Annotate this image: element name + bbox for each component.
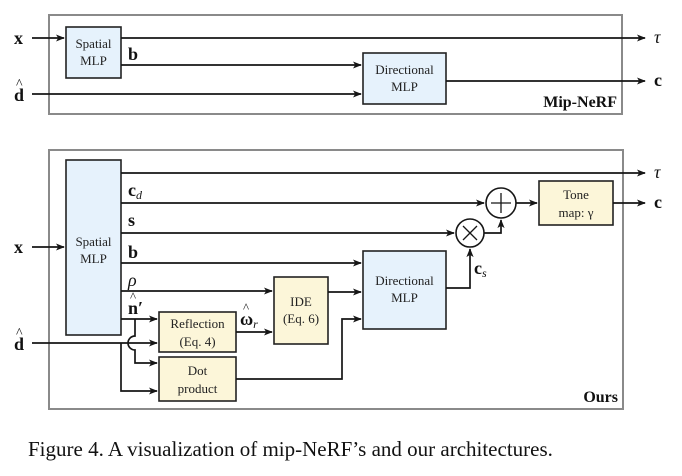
directional-mlp-line2: MLP xyxy=(391,79,418,94)
hat-accent: ^ xyxy=(243,300,249,315)
ours-tag: Ours xyxy=(583,389,618,406)
directional-mlp-block: Directional MLP xyxy=(362,52,447,105)
input-d-label: d ^ xyxy=(14,326,24,354)
specular-to-add-wire xyxy=(484,219,505,234)
spatial-mlp-line2: MLP xyxy=(80,251,107,266)
n-prime-label: n′ ^ xyxy=(128,289,143,318)
mipnerf-frame xyxy=(48,14,623,115)
hat-accent: ^ xyxy=(16,77,23,92)
dot-product-line2: product xyxy=(178,381,218,396)
tone-map-line2: map: γ xyxy=(559,205,594,220)
ours-diagram: x Spatial MLP τ cd s b ρ n′ ^ d xyxy=(14,149,662,410)
output-c-label: c xyxy=(654,192,662,212)
hat-accent: ^ xyxy=(130,289,136,304)
svg-text:n′: n′ xyxy=(128,298,143,318)
cs-wire xyxy=(446,248,474,289)
b-label: b xyxy=(128,44,138,64)
omega-r-label: ωr ^ xyxy=(240,300,258,331)
spatial-mlp-line1: Spatial xyxy=(75,36,111,51)
tone-map-block: Tone map: γ xyxy=(538,180,614,226)
svg-text:d: d xyxy=(14,85,24,105)
directional-mlp-line1: Directional xyxy=(375,273,434,288)
directional-mlp-line1: Directional xyxy=(375,62,434,77)
reflection-line2: (Eq. 4) xyxy=(179,334,215,349)
rho-label: ρ xyxy=(127,270,137,290)
s-label: s xyxy=(128,210,135,230)
svg-text:d: d xyxy=(14,334,24,354)
directional-mlp-line2: MLP xyxy=(391,290,418,305)
multiply-icon xyxy=(462,225,478,241)
ide-block: IDE (Eq. 6) xyxy=(273,276,329,345)
cd-label: cd xyxy=(128,180,143,202)
spatial-mlp-block: Spatial MLP xyxy=(65,26,122,79)
n-to-dot-wire xyxy=(127,319,158,367)
dot-to-directional-wire xyxy=(236,315,362,380)
cs-label: cs xyxy=(474,258,487,280)
plus-icon xyxy=(491,193,511,213)
hat-accent: ^ xyxy=(16,326,23,341)
directional-mlp-block: Directional MLP xyxy=(362,250,447,330)
dot-product-block: Dot product xyxy=(158,356,237,402)
d-to-dot-wire xyxy=(120,343,158,395)
tone-map-line1: Tone xyxy=(563,187,589,202)
spatial-mlp-line1: Spatial xyxy=(75,234,111,249)
ours-frame xyxy=(48,149,624,410)
spatial-mlp-line2: MLP xyxy=(80,53,107,68)
mipnerf-diagram: x Spatial MLP τ b d ^ Directional MLP c … xyxy=(14,14,662,115)
input-x-label: x xyxy=(14,237,23,257)
input-d-label: d ^ xyxy=(14,77,24,105)
dot-product-line1: Dot xyxy=(188,363,208,378)
output-tau-label: τ xyxy=(654,27,661,47)
spatial-mlp-block: Spatial MLP xyxy=(65,159,122,336)
output-c-label: c xyxy=(654,70,662,90)
ide-line1: IDE xyxy=(290,294,312,309)
b-label: b xyxy=(128,242,138,262)
ide-line2: (Eq. 6) xyxy=(283,311,319,326)
reflection-block: Reflection (Eq. 4) xyxy=(158,311,237,353)
figure-caption: Figure 4. A visualization of mip-NeRF’s … xyxy=(28,437,553,461)
multiply-operator xyxy=(455,218,485,248)
add-operator xyxy=(485,187,517,219)
svg-text:ωr: ωr xyxy=(240,309,258,331)
reflection-line1: Reflection xyxy=(170,316,225,331)
input-x-label: x xyxy=(14,28,23,48)
output-tau-label: τ xyxy=(654,162,661,182)
mipnerf-tag: Mip-NeRF xyxy=(543,94,617,111)
